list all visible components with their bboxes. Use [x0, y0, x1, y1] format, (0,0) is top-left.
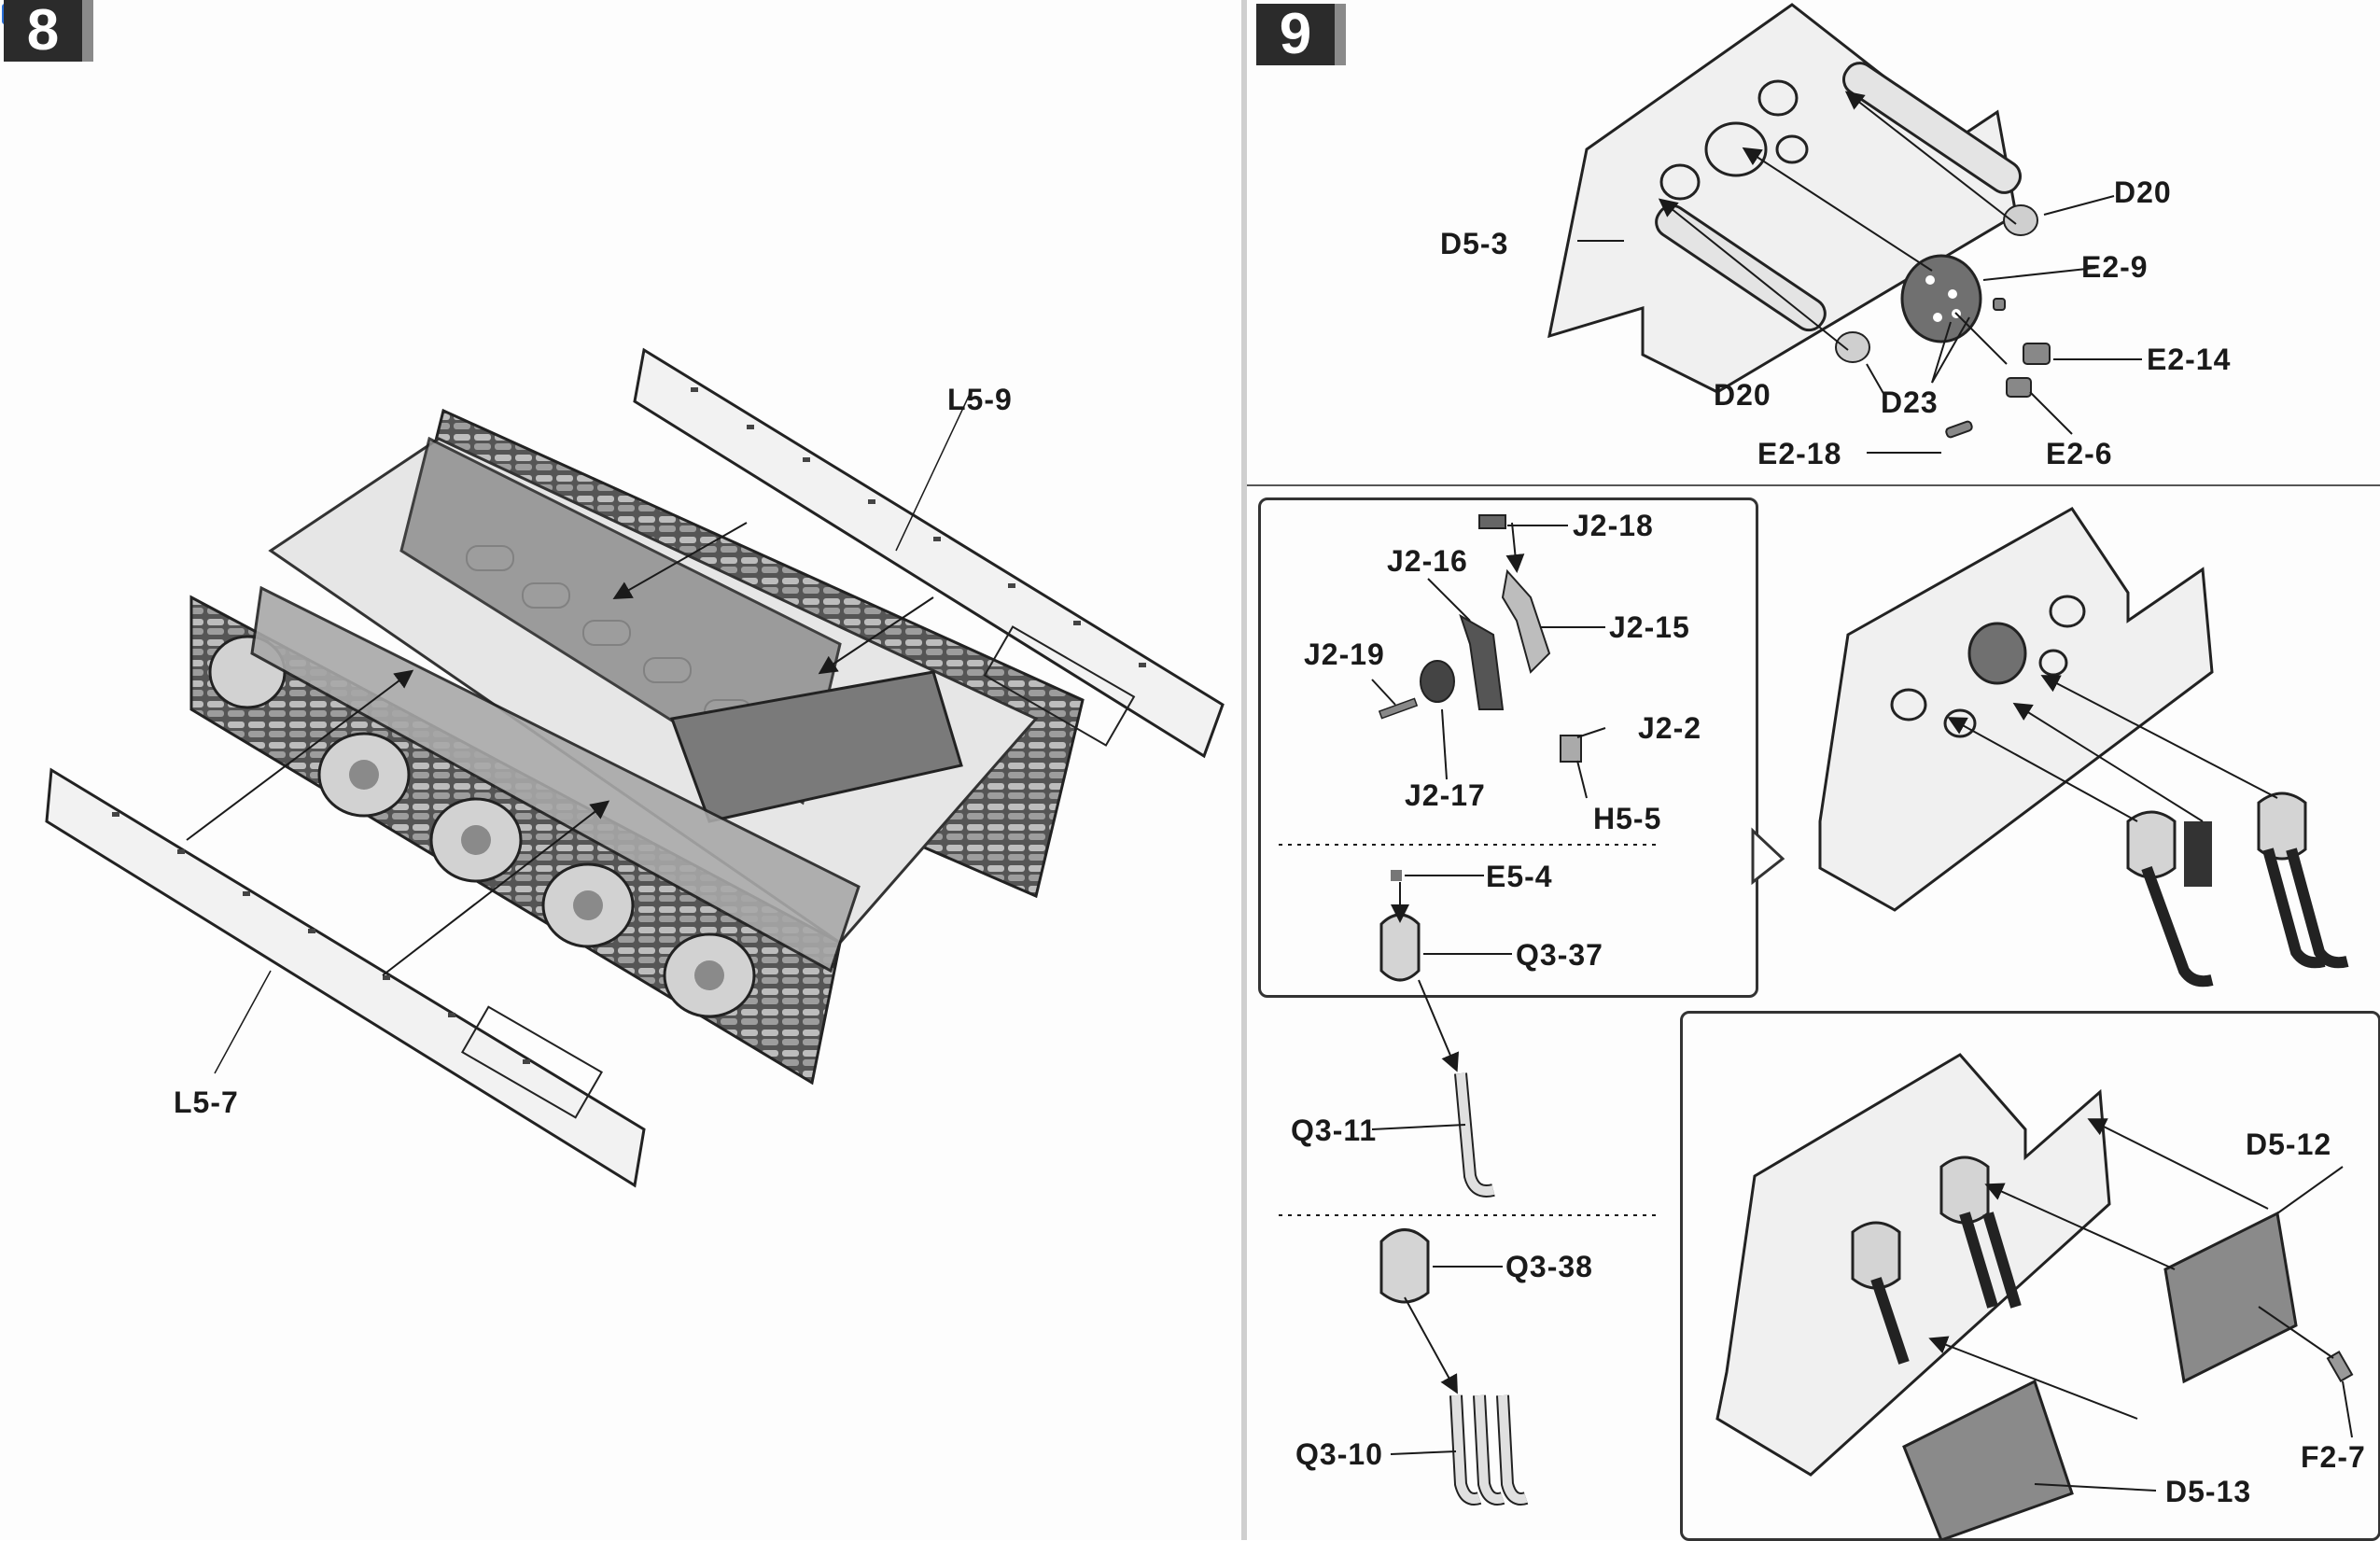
- label-D23: D23: [1881, 385, 1939, 419]
- label-D20-lower: D20: [1714, 378, 1771, 412]
- part-L5-9: [633, 347, 1225, 759]
- label-J2-2: J2-2: [1638, 711, 1702, 745]
- label-H5-5: H5-5: [1593, 802, 1662, 835]
- label-E2-14: E2-14: [2147, 343, 2232, 376]
- step-number-badge-9: 9: [1256, 4, 1346, 65]
- label-Q3-10: Q3-10: [1295, 1437, 1383, 1471]
- label-D5-12: D5-12: [2246, 1128, 2332, 1161]
- label-D5-13: D5-13: [2165, 1475, 2252, 1508]
- label-J2-17: J2-17: [1405, 778, 1486, 812]
- label-J2-16: J2-16: [1387, 544, 1468, 578]
- small-parts-E2: [1945, 298, 2051, 439]
- label-J2-18: J2-18: [1573, 509, 1654, 542]
- label-Q3-37: Q3-37: [1516, 938, 1603, 972]
- step-number-badge-8: 8: [4, 0, 93, 62]
- label-L5-9: L5-9: [947, 383, 1013, 416]
- label-L5-7: L5-7: [174, 1086, 239, 1119]
- label-Q3-11: Q3-11: [1291, 1114, 1378, 1147]
- label-Q3-38: Q3-38: [1505, 1250, 1593, 1283]
- part-E2-9: [1900, 254, 1982, 343]
- label-E2-9: E2-9: [2081, 250, 2149, 284]
- sub-parts-J2: [1378, 514, 1582, 763]
- rear-plate-with-exhausts: [1818, 507, 2349, 988]
- label-D5-3: D5-3: [1440, 227, 1509, 260]
- label-E2-18: E2-18: [1757, 437, 1842, 470]
- final-assembly: [1715, 1053, 2354, 1540]
- part-D20-upper: [1842, 62, 2038, 236]
- label-D20-upper: D20: [2114, 175, 2172, 209]
- label-J2-19: J2-19: [1304, 637, 1385, 671]
- page-spine: [1241, 0, 1247, 1540]
- callout-pointer: [1751, 827, 1785, 886]
- label-J2-15: J2-15: [1609, 610, 1690, 644]
- label-E5-4: E5-4: [1486, 860, 1553, 893]
- sub-assembly-panel: [1258, 497, 1758, 998]
- label-E2-6: E2-6: [2046, 437, 2113, 470]
- sub-parts-Q3: [1379, 870, 1529, 1506]
- label-F2-7: F2-7: [2301, 1440, 2366, 1474]
- part-L5-7: [45, 767, 646, 1188]
